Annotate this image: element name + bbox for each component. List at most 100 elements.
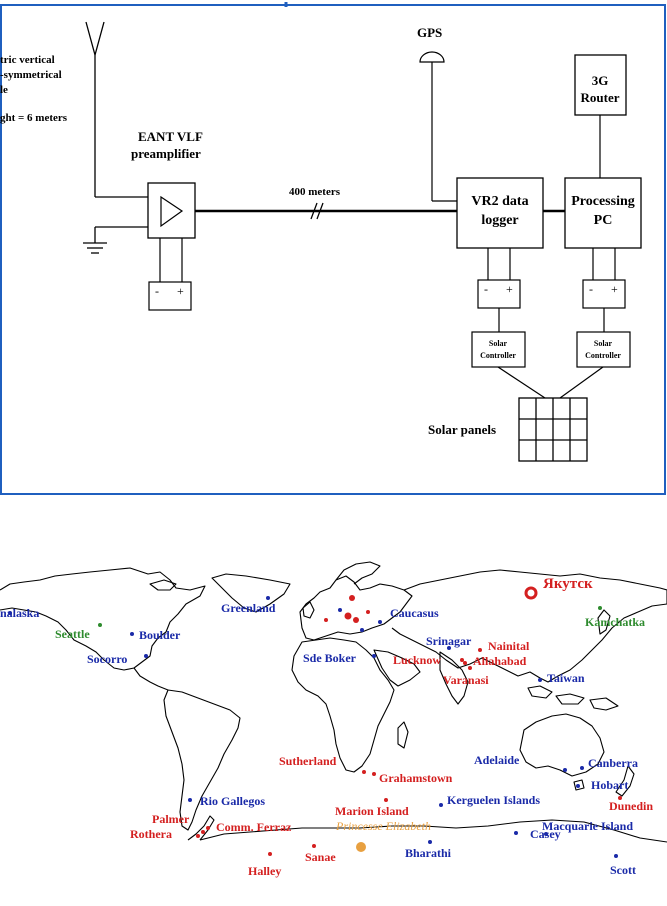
station-dot xyxy=(266,596,270,600)
station-dot xyxy=(580,766,584,770)
router-label-line-2: Router xyxy=(581,90,620,105)
preamp-battery-plus: + xyxy=(177,284,184,298)
station-label: Canberra xyxy=(588,756,638,770)
station-label: Rio Gallegos xyxy=(200,794,265,808)
cable-length-label: 400 meters xyxy=(289,186,341,198)
scandinavia-coast xyxy=(335,561,381,585)
station-dot xyxy=(144,654,148,658)
pc-controller-label-1: Solar xyxy=(594,339,613,348)
station-label: Halley xyxy=(248,864,281,878)
central-america-coast xyxy=(133,667,169,691)
europe-coast xyxy=(299,575,413,641)
antenna-caption-line-3: le xyxy=(0,84,8,96)
pc-label-line-2: PC xyxy=(594,213,613,228)
europe-blue-markers xyxy=(338,608,364,632)
station-label: Macquarie Island xyxy=(542,819,633,833)
antenna-caption-line-4: ght = 6 meters xyxy=(0,112,68,124)
station-label: Sanae xyxy=(305,850,336,864)
europe-marker-cluster xyxy=(324,595,370,623)
antarctic-peninsula-coast xyxy=(187,815,215,841)
logger-label-line-1: VR2 data xyxy=(471,194,528,209)
station-label: Casey xyxy=(530,827,561,841)
logger-battery-minus: - xyxy=(484,282,488,296)
station-label: Якутск xyxy=(543,576,593,592)
hudson-islands-coast xyxy=(149,579,177,591)
station-dot xyxy=(468,666,472,670)
station-label: Boulder xyxy=(139,628,181,642)
madagascar-coast xyxy=(397,721,409,749)
station-dot xyxy=(206,826,210,830)
station-label: Scott xyxy=(610,863,636,877)
pc-label-line-1: Processing xyxy=(571,194,635,209)
station-dot xyxy=(372,772,376,776)
station-label: Nainital xyxy=(488,639,530,653)
controller-panel-wires xyxy=(497,366,604,399)
pc-battery-minus: - xyxy=(589,282,593,296)
southeast-asia-islands xyxy=(527,685,619,711)
station-label: Palmer xyxy=(152,812,190,826)
gps-label: GPS xyxy=(417,25,442,40)
station-label: Varanasi xyxy=(443,673,489,687)
station-label: Rothera xyxy=(130,827,172,841)
pc-battery xyxy=(582,279,626,309)
india-coast xyxy=(439,651,469,705)
station-label: Princesse Elizabeth xyxy=(335,819,431,833)
station-dot xyxy=(478,648,482,652)
station-dot xyxy=(576,784,580,788)
data-logger-box xyxy=(456,177,544,249)
japan-coast xyxy=(597,609,611,635)
logger-controller-label-2: Controller xyxy=(480,351,516,360)
station-label: Dunedin xyxy=(609,799,653,813)
router-label-line-1: 3G xyxy=(592,73,609,88)
station-dot xyxy=(268,852,272,856)
tasmania-coast xyxy=(573,779,585,791)
south-america-coast xyxy=(163,689,241,831)
north-america-coast xyxy=(0,567,206,671)
station-label: Kamchatka xyxy=(585,615,645,629)
station-dot xyxy=(460,658,464,662)
station-label: Bharathi xyxy=(405,846,452,860)
station-label: Greenland xyxy=(221,601,276,615)
ground-icon xyxy=(83,226,148,254)
station-label: nalaska xyxy=(0,606,39,620)
station-label: Taiwan xyxy=(547,671,585,685)
station-dot xyxy=(598,606,602,610)
logger-battery-plus: + xyxy=(506,282,513,296)
asia-coast xyxy=(391,569,667,683)
station-dot xyxy=(428,840,432,844)
station-dot xyxy=(362,770,366,774)
station-dot xyxy=(514,831,518,835)
station-label: Comm. Ferraz xyxy=(216,820,292,834)
station-dot xyxy=(384,798,388,802)
station-dot xyxy=(544,832,548,836)
station-dot xyxy=(618,796,622,800)
cable-break-icon xyxy=(310,202,324,220)
logger-solar-controller xyxy=(471,331,526,368)
station-label: Sde Boker xyxy=(303,651,357,665)
station-dot xyxy=(439,803,443,807)
station-dot xyxy=(563,768,567,772)
station-label: Kerguelen Islands xyxy=(447,793,540,807)
logger-controller-label-1: Solar xyxy=(489,339,508,348)
preamplifier-box xyxy=(147,182,196,239)
station-dot xyxy=(201,830,205,834)
pc-battery-plus: + xyxy=(611,282,618,296)
pc-solar-controller xyxy=(576,331,631,368)
antenna-caption-line-2: -symmetrical xyxy=(0,69,62,81)
amplifier-triangle-icon xyxy=(160,195,184,228)
station-label: Marion Island xyxy=(335,804,409,818)
station-dot xyxy=(312,844,316,848)
africa-coast xyxy=(291,637,395,773)
station-label: Seattle xyxy=(55,627,90,641)
coastlines xyxy=(0,561,667,843)
solar-panels-label: Solar panels xyxy=(428,422,496,437)
antarctica-coast xyxy=(199,819,667,843)
solar-panel-grid xyxy=(518,397,588,462)
preamp-battery xyxy=(148,281,192,311)
station-label: Hobart xyxy=(591,778,628,792)
station-dot xyxy=(463,661,467,665)
australia-coast xyxy=(519,713,605,777)
world-station-map: nalaska Seattle Boulder Socorro Greenlan… xyxy=(0,561,667,878)
yakutsk-ring-marker xyxy=(524,586,538,600)
station-label: Socorro xyxy=(87,652,127,666)
